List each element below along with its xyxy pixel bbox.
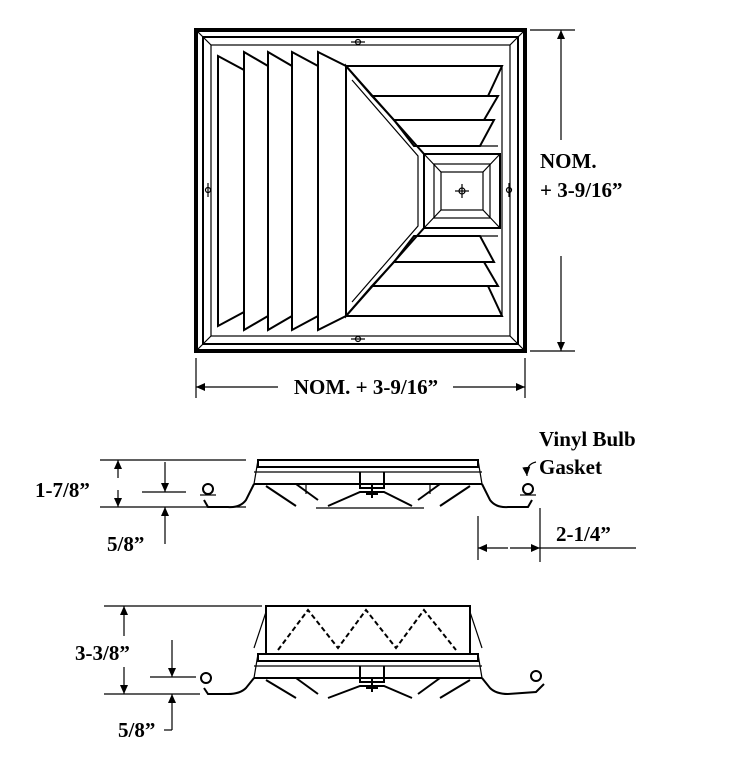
plan-screw-holes bbox=[204, 38, 513, 343]
lay-in-flange-dimension bbox=[477, 508, 636, 562]
neck-offset-dimension bbox=[150, 640, 196, 731]
section-with-neck: 3-3/8” 5/8” bbox=[75, 605, 545, 742]
plan-view: NOM. + 3-9/16” NOM. + 3-9/16” bbox=[194, 28, 623, 399]
plan-height-label-line1: NOM. bbox=[540, 149, 597, 173]
flange-width-label: 2-1/4” bbox=[556, 522, 611, 546]
neck-height-label: 3-3/8” bbox=[75, 641, 130, 665]
gasket-leader bbox=[522, 461, 537, 477]
lay-in-offset-dimension bbox=[142, 462, 186, 544]
plan-frame bbox=[194, 28, 527, 353]
gasket-label-line1: Vinyl Bulb bbox=[539, 427, 636, 451]
lay-in-offset-label: 5/8” bbox=[107, 532, 144, 556]
plan-louver-blades bbox=[217, 50, 504, 332]
gasket-label-line2: Gasket bbox=[539, 455, 602, 479]
neck-offset-label: 5/8” bbox=[118, 718, 155, 742]
plan-width-dimension bbox=[195, 358, 526, 398]
plan-height-dimension bbox=[530, 29, 575, 352]
lay-in-height-dimension bbox=[100, 459, 246, 508]
neck-height-dimension bbox=[104, 605, 262, 695]
plan-center-cap bbox=[423, 153, 501, 229]
section-lay-in: 1-7/8” 5/8” Vinyl Bulb Gasket 2-1/4” bbox=[35, 427, 636, 562]
neck-body bbox=[200, 605, 545, 699]
lay-in-body bbox=[200, 459, 536, 509]
plan-height-label-line2: + 3-9/16” bbox=[540, 178, 623, 202]
lay-in-height-label: 1-7/8” bbox=[35, 478, 90, 502]
plan-width-label: NOM. + 3-9/16” bbox=[294, 375, 438, 399]
